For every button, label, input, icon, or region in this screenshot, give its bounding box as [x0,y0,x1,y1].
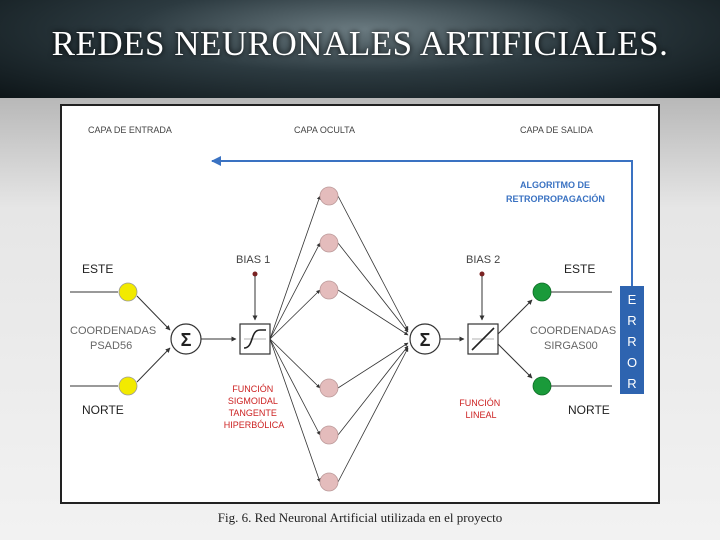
slide-title: REDES NEURONALES ARTIFICIALES. [51,24,669,63]
error-label: E R R O R [627,292,637,391]
slide-header: REDES NEURONALES ARTIFICIALES. [0,0,720,98]
backprop-label-line2: RETROPROPAGACIÓN [506,193,605,204]
hidden-node-5 [319,425,339,445]
sum-symbol-1: Σ [181,330,192,350]
input-este-label: ESTE [82,262,113,276]
activation-to-output-norte [497,343,533,379]
function-2-label: FUNCIÓN LINEAL [459,398,503,420]
hidden-node-2 [319,233,339,253]
output-coords-line1: COORDENADAS [530,325,616,337]
bias-2-label: BIAS 2 [466,254,500,266]
svg-text:O: O [627,355,637,370]
hidden-layer-connections [269,195,409,483]
error-box [620,286,644,394]
input-node-este [118,282,138,302]
output-node-este [532,282,552,302]
backprop-label-line1: ALGORITMO DE [520,180,590,190]
input-este-to-sum [136,295,171,331]
input-coords-line2: PSAD56 [90,340,132,352]
bias-2-dot [479,271,485,277]
activation-to-output-este [497,299,533,335]
sigmoid-curve-icon [243,329,266,349]
input-norte-label: NORTE [82,403,124,417]
hidden-node-1 [319,186,339,206]
function-1-label: FUNCIÓN SIGMOIDAL TANGENTE HIPERBÓLICA [224,384,285,430]
input-coords-line1: COORDENADAS [70,325,156,337]
svg-text:R: R [627,376,636,391]
neural-network-figure: CAPA DE ENTRADA CAPA OCULTA CAPA DE SALI… [60,104,660,504]
neural-network-diagram: CAPA DE ENTRADA CAPA OCULTA CAPA DE SALI… [70,125,644,492]
backpropagation-arrow [211,156,633,286]
sum-symbol-2: Σ [420,330,431,350]
hidden-node-6 [319,472,339,492]
input-node-norte [118,376,138,396]
hidden-node-4 [319,378,339,398]
bias-1-label: BIAS 1 [236,254,270,266]
output-node-norte [532,376,552,396]
svg-text:R: R [627,334,636,349]
svg-text:R: R [627,313,636,328]
hidden-layer-label: CAPA OCULTA [294,125,355,135]
hidden-node-3 [319,280,339,300]
output-norte-label: NORTE [568,403,610,417]
output-coords-line2: SIRGAS00 [544,340,598,352]
input-norte-to-sum [136,347,171,383]
svg-text:E: E [628,292,637,307]
input-layer-label: CAPA DE ENTRADA [88,125,172,135]
output-este-label: ESTE [564,262,595,276]
figure-caption: Fig. 6. Red Neuronal Artificial utilizad… [217,510,503,525]
bias-1-dot [252,271,258,277]
output-layer-label: CAPA DE SALIDA [520,125,593,135]
linear-function-icon [471,327,495,351]
